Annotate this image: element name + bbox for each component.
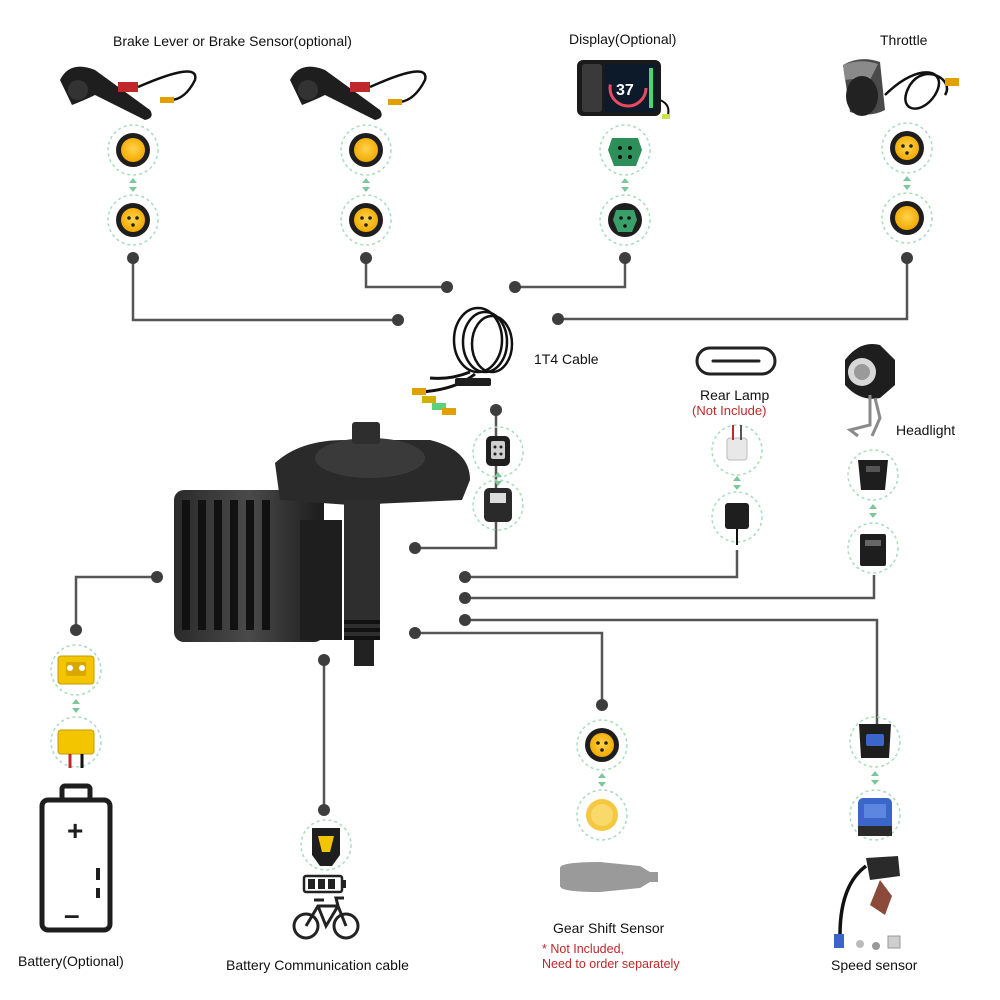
junction-dots [70,252,913,816]
1t4-connector-male-icon [484,488,512,522]
battery-comm-label: Battery Communication cable [226,957,409,973]
battery-plus-text: + [67,815,83,846]
throttle-label: Throttle [880,32,928,48]
speed-sensor-label: Speed sensor [831,957,918,973]
throttle-connector-female-icon [890,201,924,235]
1t4-cable-label: 1T4 Cable [534,351,599,367]
battery-level-icon [302,874,346,894]
headlight-icon [845,344,895,438]
connection-lines [74,258,909,810]
headlight-label: Headlight [896,422,956,438]
battery-icon: + – [39,783,113,933]
display-connector-male-icon [608,203,642,237]
rear-lamp-note: (Not Include) [692,403,767,418]
rear-lamp-icon [695,346,777,376]
1t4-cable-icon [412,306,514,415]
battery-comm-connector-icon [312,828,340,866]
throttle-icon [843,59,959,116]
gear-shift-note-2: Need to order separately [542,957,680,971]
battery-label: Battery(Optional) [18,953,124,969]
gear-shift-connector-female-icon [586,799,618,831]
battery-connector-male-icon [57,729,95,768]
battery-connector-female-icon [57,655,95,685]
double-arrow-icons [72,176,911,787]
brake-lever-left-icon [60,66,197,120]
brake-label: Brake Lever or Brake Sensor(optional) [113,33,352,49]
brake-lever-right-icon [290,66,427,120]
bicycle-icon [292,896,360,940]
rear-lamp-label: Rear Lamp [700,387,770,403]
brake-connector-male-left-icon [116,203,150,237]
brake-connector-female-left-icon [116,133,150,167]
headlight-connector-female-icon [858,460,888,490]
gear-shift-label: Gear Shift Sensor [553,920,665,936]
display-unit-icon: 37 [577,60,670,119]
throttle-connector-male-icon [890,131,924,165]
rear-lamp-connector-female-icon [726,425,748,461]
gear-shift-note-1: * Not Included, [542,942,624,956]
1t4-connector-female-icon [486,436,510,466]
battery-minus-text: – [64,899,80,930]
display-connector-female-icon [608,138,642,166]
gear-shift-sensor-icon [560,862,658,892]
rear-lamp-connector-male-icon [725,503,749,545]
headlight-connector-male-icon [860,534,886,566]
display-speed-text: 37 [616,82,634,99]
display-label: Display(Optional) [569,31,677,47]
brake-connector-female-right-icon [349,133,383,167]
mid-drive-motor-icon [174,422,470,666]
connector-frames [50,122,933,871]
brake-connector-male-right-icon [349,203,383,237]
speed-sensor-connector-female-icon [859,724,891,758]
gear-shift-connector-male-icon [585,728,619,762]
speed-sensor-connector-male-icon [858,798,892,836]
speed-sensor-icon [834,856,901,950]
